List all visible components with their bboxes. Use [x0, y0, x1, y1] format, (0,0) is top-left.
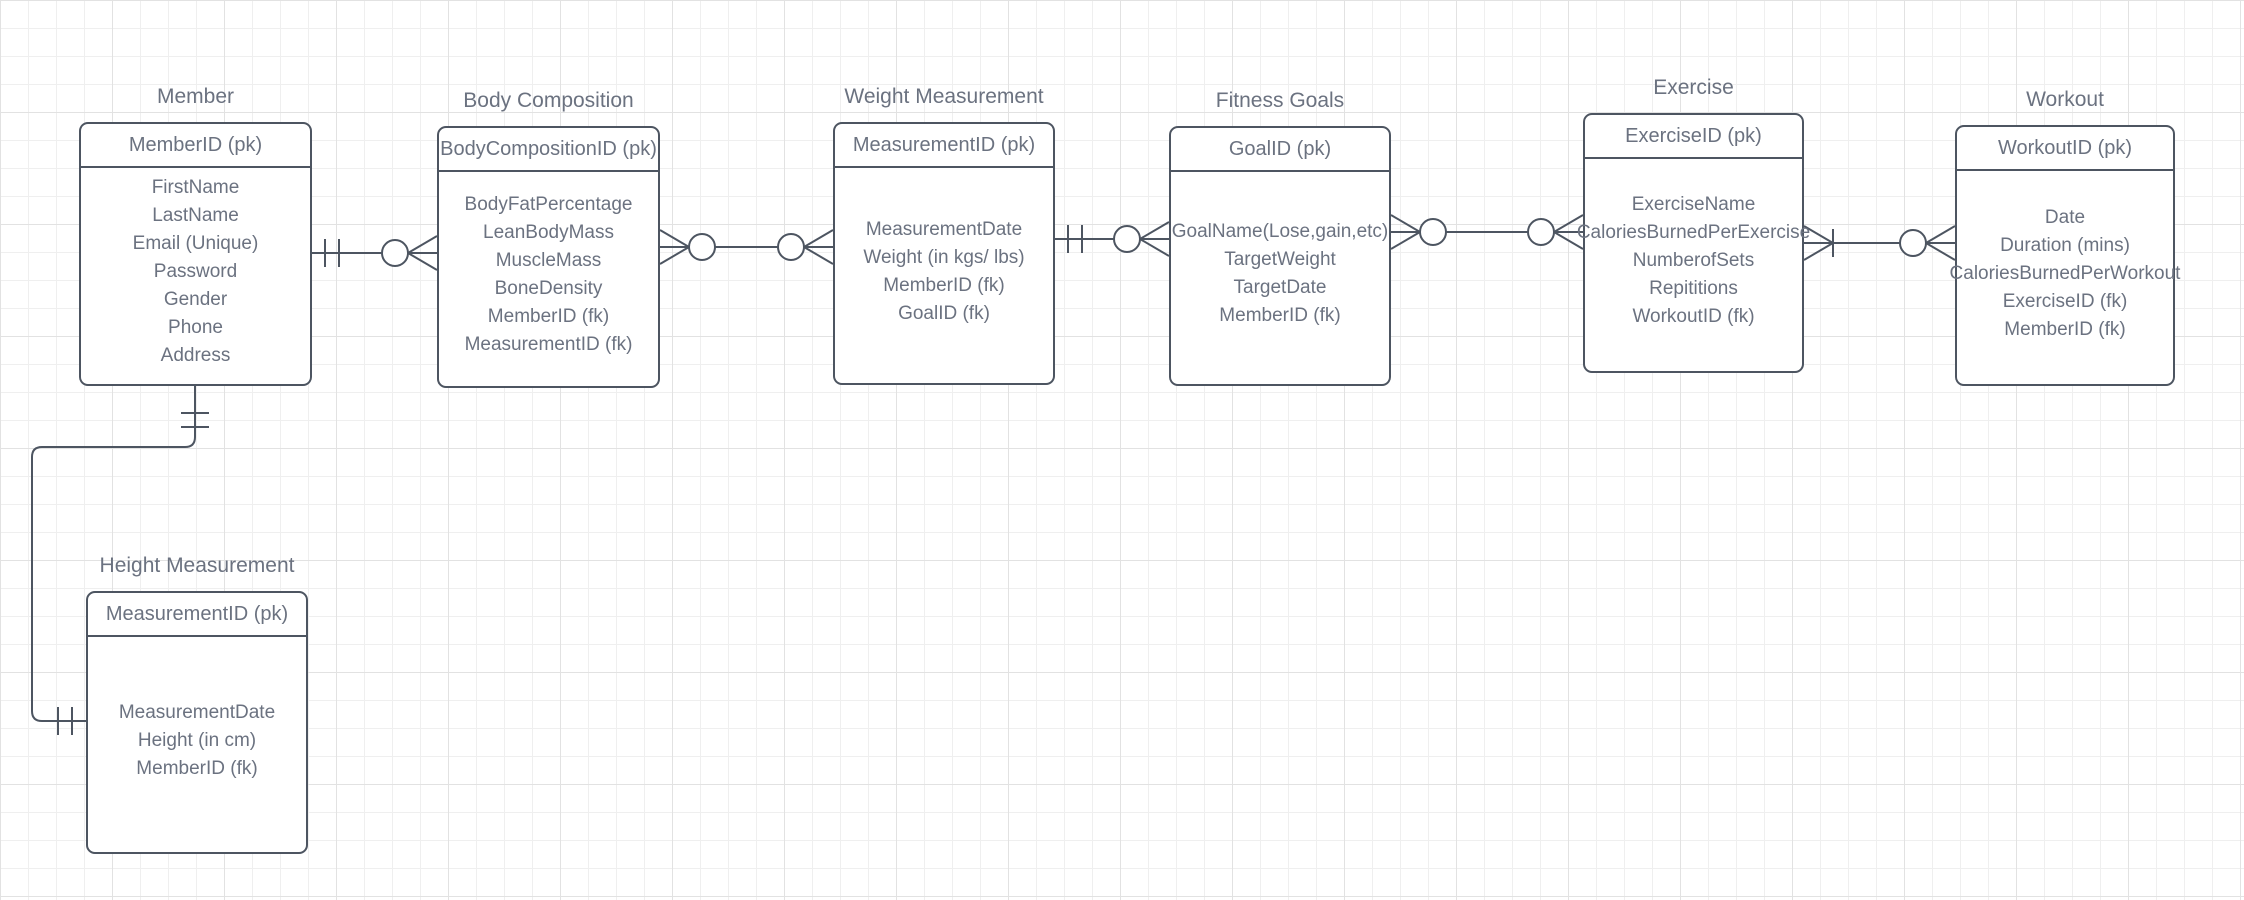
entity-primary-key: BodyCompositionID (pk): [439, 128, 658, 172]
relationship-weight-measurement-fitness-goals[interactable]: [1055, 221, 1170, 257]
relationship-member-body-composition[interactable]: [312, 235, 438, 271]
entity-field: MemberID (fk): [136, 757, 258, 779]
entity-title[interactable]: Member: [156, 85, 235, 108]
entity-title[interactable]: Fitness Goals: [1215, 89, 1345, 112]
entity-field: MemberID (fk): [487, 306, 610, 327]
entity-field: MeasurementID (fk): [464, 334, 633, 355]
entity-field: Email (Unique): [132, 233, 259, 254]
cardinality-marker: [1390, 231, 1421, 250]
entity-field: CaloriesBurnedPerExercise: [1576, 222, 1811, 243]
relationship-member-height-measurement[interactable]: [31, 386, 209, 735]
entity-field: WorkoutID (fk): [1632, 306, 1755, 327]
entity-title[interactable]: Workout: [2026, 88, 2104, 111]
cardinality-marker: [381, 239, 409, 267]
relationship-line: [31, 386, 196, 722]
entity-field: Repititions: [1649, 278, 1738, 299]
cardinality-marker: [1527, 218, 1555, 246]
entity-primary-key: MeasurementID (pk): [835, 124, 1053, 168]
entity-field: GoalID (fk): [898, 302, 990, 324]
cardinality-marker: [659, 229, 690, 248]
entity-title[interactable]: Exercise: [1653, 76, 1734, 99]
cardinality-marker: [1419, 218, 1447, 246]
entity-field: Duration (mins): [2000, 234, 2130, 256]
entity-title[interactable]: Weight Measurement: [844, 85, 1044, 108]
entity-field: MuscleMass: [495, 250, 602, 271]
relationship-fitness-goals-exercise[interactable]: [1390, 214, 1584, 250]
cardinality-marker: [1925, 225, 1956, 244]
entity-field: LastName: [152, 205, 239, 226]
cardinality-marker: [1803, 242, 1834, 261]
cardinality-marker: [803, 246, 834, 265]
entity-field: Address: [160, 345, 231, 366]
cardinality-marker: [659, 246, 690, 265]
cardinality-marker: [407, 252, 438, 271]
entity-field: BoneDensity: [494, 278, 603, 299]
entity-field: TargetDate: [1233, 277, 1327, 298]
entity-field: MemberID (fk): [883, 274, 1005, 296]
cardinality-marker: [1925, 242, 1956, 261]
entity-field: MeasurementDate: [865, 218, 1023, 240]
entity-primary-key: GoalID (pk): [1171, 128, 1389, 172]
entity-field: Date: [2044, 206, 2086, 228]
entity-field: Weight (in kgs/ lbs): [863, 246, 1025, 268]
cardinality-marker: [1803, 225, 1834, 244]
cardinality-marker: [1553, 231, 1584, 250]
entity-field: Gender: [163, 289, 228, 310]
entity-field: MemberID (fk): [2004, 318, 2126, 340]
cardinality-marker: [1899, 229, 1927, 257]
entity-fitness-goals[interactable]: GoalID (pk) GoalName(Lose,gain,etc) Target…: [1169, 126, 1391, 386]
entity-field: ExerciseName: [1631, 194, 1756, 215]
entity-field: ExerciseID (fk): [2002, 290, 2128, 312]
entity-primary-key: MeasurementID (pk): [88, 593, 306, 637]
entity-primary-key: MemberID (pk): [81, 124, 310, 168]
entity-field: GoalName(Lose,gain,etc): [1171, 221, 1389, 242]
entity-primary-key: ExerciseID (pk): [1585, 115, 1802, 159]
entity-field: MeasurementDate: [118, 701, 276, 723]
entity-title[interactable]: Height Measurement: [99, 554, 295, 577]
entity-field: BodyFatPercentage: [464, 194, 633, 215]
cardinality-marker: [407, 235, 438, 254]
cardinality-marker: [1139, 221, 1170, 240]
entity-field: Height (in cm): [137, 729, 257, 751]
cardinality-marker: [1390, 214, 1421, 233]
entity-field: LeanBodyMass: [483, 222, 614, 243]
entity-primary-key: WorkoutID (pk): [1957, 127, 2173, 171]
cardinality-marker: [1139, 238, 1170, 257]
cardinality-marker: [1113, 225, 1141, 253]
cardinality-marker: [688, 233, 716, 261]
entity-field: Password: [153, 261, 238, 282]
entity-title[interactable]: Body Composition: [463, 89, 634, 112]
cardinality-marker: [777, 233, 805, 261]
entity-field: MemberID (fk): [1219, 305, 1341, 326]
cardinality-marker: [1553, 214, 1584, 233]
entity-field: NumberofSets: [1632, 250, 1755, 271]
cardinality-marker: [803, 229, 834, 248]
entity-field: FirstName: [151, 177, 240, 198]
relationship-body-composition-weight-measurement[interactable]: [659, 229, 834, 265]
entity-field: CaloriesBurnedPerWorkout: [1949, 262, 2181, 284]
entity-field: TargetWeight: [1224, 249, 1336, 270]
relationship-exercise-workout[interactable]: [1803, 225, 1956, 261]
entity-field: Phone: [168, 317, 223, 338]
